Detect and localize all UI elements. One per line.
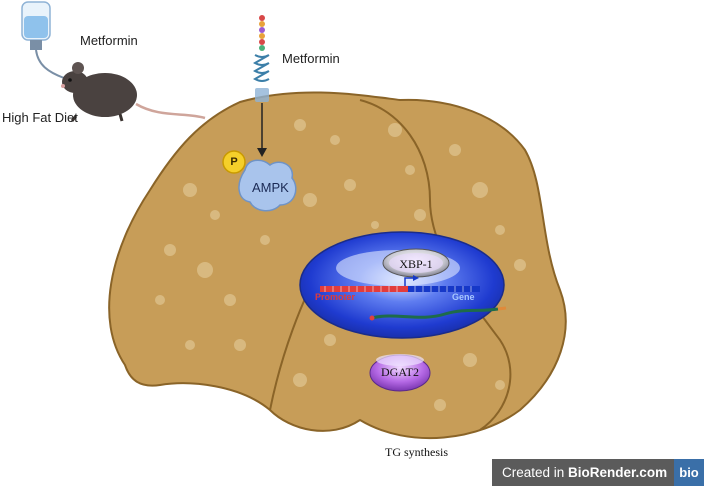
- nucleus-icon: [299, 231, 505, 339]
- promoter-label: Promoter: [315, 292, 356, 302]
- phospho-circle: [222, 150, 246, 174]
- water-bottle-icon: [21, 1, 65, 79]
- dna-icon: [320, 275, 480, 292]
- high-fat-diet-label: High Fat Diet: [2, 110, 78, 125]
- badge-brand: BioRender.com: [568, 465, 668, 480]
- tg-synthesis-label: TG synthesis: [385, 445, 448, 459]
- metformin-receptor-label: Metformin: [282, 51, 340, 66]
- badge-text: Created in BioRender.com: [492, 465, 674, 480]
- gene-label: Gene: [452, 292, 475, 302]
- mrna-strand: [371, 307, 499, 320]
- xbp1-protein: [382, 248, 450, 278]
- metformin-mouse-label: Metformin: [80, 33, 138, 48]
- bio-logo-icon: bio: [674, 459, 704, 486]
- biorender-badge[interactable]: Created in BioRender.com bio: [492, 459, 704, 486]
- dgat2-label: DGAT2: [381, 365, 419, 379]
- mouse-icon: [61, 62, 206, 122]
- receptor-icon: [252, 15, 270, 157]
- xbp1-label: XBP-1: [399, 257, 433, 271]
- badge-prefix: Created in: [502, 465, 569, 480]
- phospho-label: P: [230, 156, 238, 168]
- ampk-shape: [238, 159, 297, 212]
- dgat2-protein: [369, 354, 431, 392]
- ampk-label: AMPK: [252, 180, 289, 195]
